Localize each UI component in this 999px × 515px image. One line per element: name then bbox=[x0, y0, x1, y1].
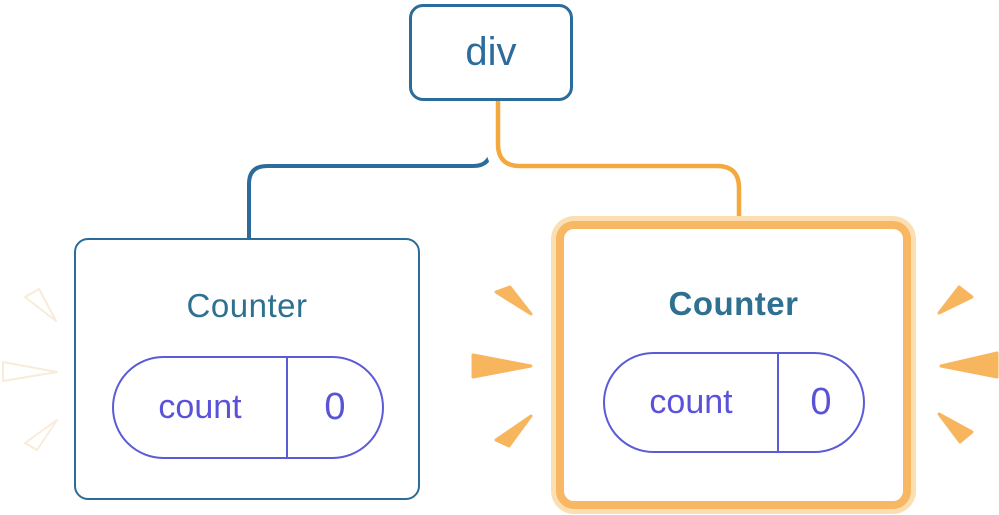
spark-orange-left-middle-icon bbox=[471, 353, 533, 379]
connector-blue-edge bbox=[247, 100, 493, 242]
connector-highlight-edge bbox=[495, 100, 742, 221]
state-pill: count 0 bbox=[603, 352, 865, 453]
counter-title: Counter bbox=[668, 285, 799, 322]
spark-white-top-icon bbox=[24, 288, 57, 322]
spark-orange-left-top-icon bbox=[494, 285, 533, 316]
connector-highlight-casing bbox=[485, 100, 752, 221]
state-label: count bbox=[605, 354, 779, 451]
spark-orange-right-bottom-icon bbox=[937, 412, 974, 444]
spark-orange-right-top-icon bbox=[937, 285, 974, 315]
state-value: 0 bbox=[810, 381, 832, 423]
spark-orange-right-middle-icon bbox=[939, 351, 999, 379]
spark-white-middle-icon bbox=[2, 361, 58, 382]
counter-card-right-highlighted: Counter count 0 bbox=[556, 221, 911, 509]
root-div-node: div bbox=[409, 4, 573, 101]
counter-title: Counter bbox=[186, 287, 308, 324]
state-value: 0 bbox=[324, 386, 346, 428]
spark-white-bottom-icon bbox=[24, 419, 58, 451]
counter-card-left: Counter count 0 bbox=[74, 238, 420, 500]
root-node-label: div bbox=[465, 30, 517, 74]
spark-orange-left-bottom-icon bbox=[494, 414, 533, 448]
state-pill: count 0 bbox=[112, 356, 384, 459]
state-label: count bbox=[114, 358, 288, 457]
